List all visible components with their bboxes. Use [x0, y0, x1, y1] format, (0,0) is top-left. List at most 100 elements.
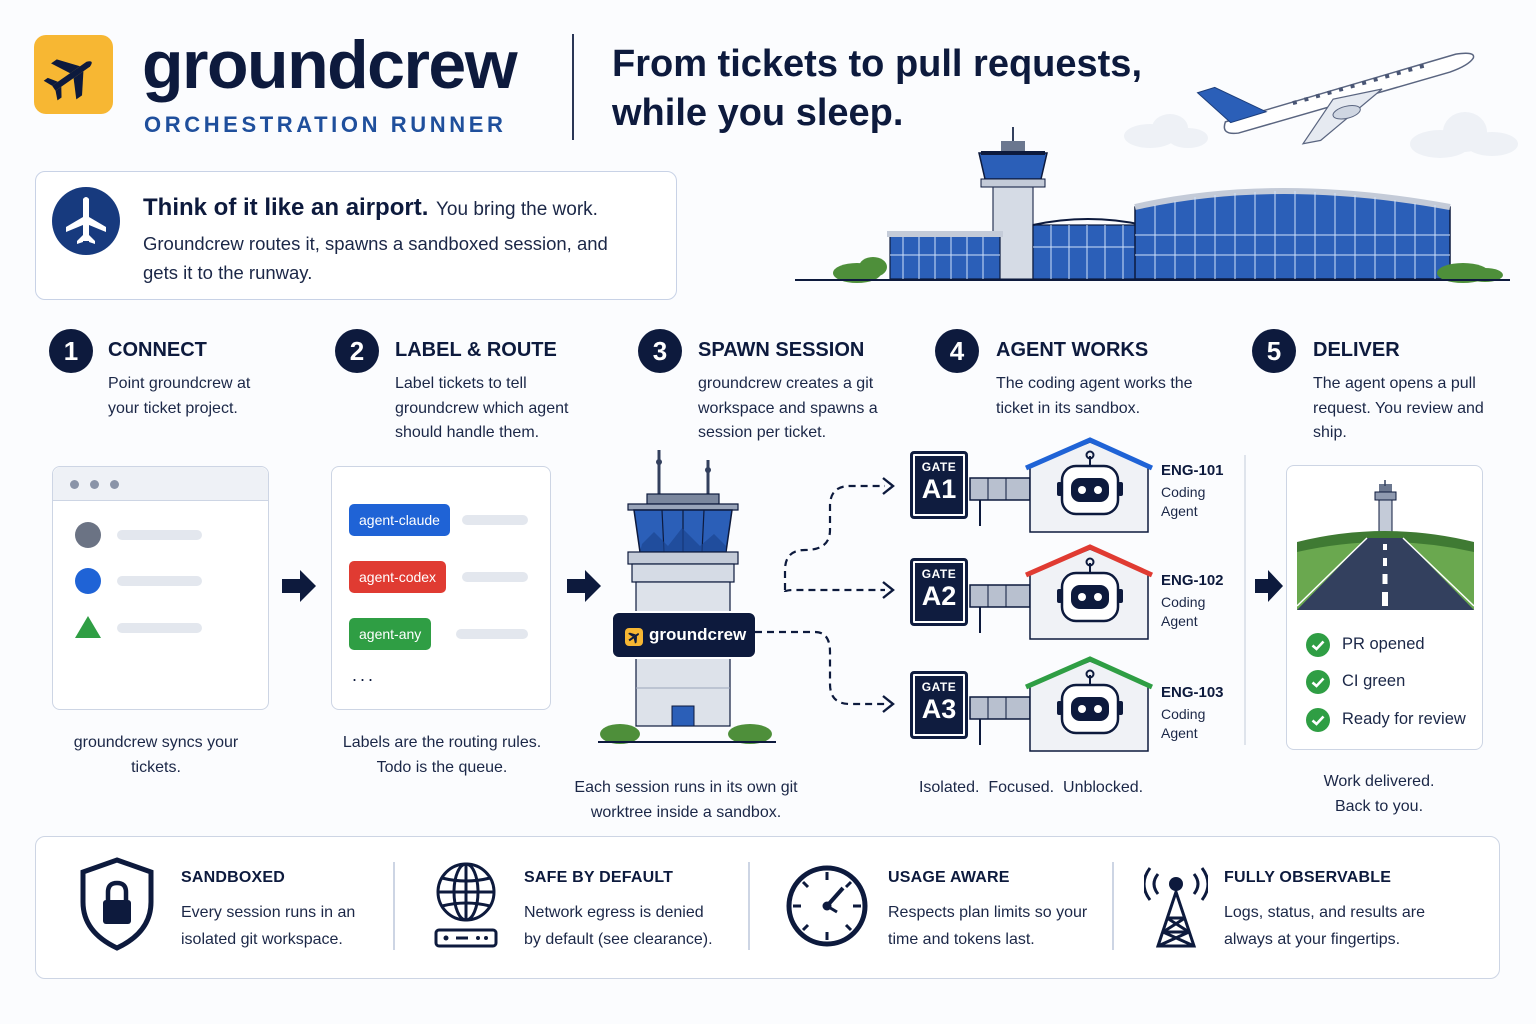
tagline: From tickets to pull requests, while you… — [612, 40, 1142, 138]
tagline-line-2: while you sleep. — [612, 92, 904, 134]
check-pr-opened: PR opened — [1342, 635, 1425, 653]
robot-icon — [1057, 669, 1123, 735]
ticket-row-placeholder — [117, 576, 202, 586]
circle-status-icon — [75, 568, 101, 594]
check-circle-icon — [1306, 670, 1330, 694]
airplane-badge-icon — [52, 187, 120, 255]
gate-a3-label: GATE — [921, 680, 957, 694]
feature-observable-line-1: Logs, status, and results are — [1224, 904, 1425, 921]
feature-observable-title: FULLY OBSERVABLE — [1224, 869, 1392, 886]
step-1-title: CONNECT — [108, 339, 207, 361]
feature-safe-title: SAFE BY DEFAULT — [524, 869, 674, 886]
feature-usage-desc: Respects plan limits so your time and to… — [888, 899, 1087, 953]
gate-a1-agent: Coding Agent — [1161, 483, 1205, 521]
feature-sandboxed-desc: Every session runs in an isolated git wo… — [181, 899, 355, 953]
features-bar — [35, 836, 1500, 979]
feature-safe-line-2: by default (see clearance). — [524, 931, 713, 948]
globe-icon — [434, 862, 498, 948]
control-tower-icon — [978, 127, 1048, 280]
label-row-placeholder — [456, 629, 528, 639]
gate-a2-agent-line-1: Coding — [1161, 594, 1206, 610]
labels-card: agent-claude agent-codex agent-any ... — [331, 466, 551, 710]
terminal-building-illustration — [795, 127, 1510, 283]
step-1-number: 1 — [49, 329, 93, 373]
feature-usage-title: USAGE AWARE — [888, 869, 1010, 886]
arrow-right-icon — [567, 570, 601, 602]
step-3-number: 3 — [638, 329, 682, 373]
intro-body: Groundcrew routes it, spawns a sandboxed… — [143, 233, 608, 283]
check-ready-for-review: Ready for review — [1342, 710, 1466, 728]
intro-title: Think of it like an airport. — [143, 194, 429, 221]
step-5-title: DELIVER — [1313, 339, 1400, 361]
routing-lines — [755, 477, 895, 713]
step-separator — [1244, 455, 1246, 745]
step-2-number: 2 — [335, 329, 379, 373]
ticket-window — [52, 466, 269, 710]
intro-lead: You bring the work. — [436, 199, 598, 220]
robot-icon — [1057, 450, 1123, 516]
feature-sandboxed-line-1: Every session runs in an — [181, 904, 356, 921]
gate-a3-ticket: ENG-103 — [1161, 684, 1224, 701]
feature-sandboxed-line-2: isolated git workspace. — [181, 931, 343, 948]
step-5-desc: The agent opens a pull request. You revi… — [1313, 375, 1484, 441]
feature-divider — [748, 862, 750, 950]
jet-plane-icon — [1196, 52, 1475, 145]
brand-subtitle: ORCHESTRATION RUNNER — [144, 112, 507, 137]
check-ci-green: CI green — [1342, 672, 1406, 690]
gate-a3-agent-line-2: Agent — [1161, 725, 1198, 741]
step-4-desc: The coding agent works the ticket in its… — [996, 375, 1193, 417]
brand-name: groundcrew — [142, 27, 518, 103]
step-2-caption-line-1: Labels are the routing rules. — [342, 734, 542, 751]
airplane-mini-icon — [625, 628, 643, 646]
step-2-title: LABEL & ROUTE — [395, 339, 557, 361]
window-dot-icon — [90, 480, 99, 489]
gate-a3-agent-line-1: Coding — [1161, 706, 1206, 722]
runway-icon — [1297, 480, 1474, 610]
gate-a2-hangar — [969, 544, 1153, 640]
step-4-caption: Isolated. Focused. Unblocked. — [918, 779, 1144, 796]
intro-card — [35, 171, 677, 300]
feature-observable-desc: Logs, status, and results are always at … — [1224, 899, 1425, 953]
gate-a1-ticket: ENG-101 — [1161, 462, 1224, 479]
step-5-number: 5 — [1252, 329, 1296, 373]
airport-illustration — [1124, 52, 1518, 158]
feature-usage-line-2: time and tokens last. — [888, 931, 1035, 948]
header-divider — [572, 34, 574, 140]
gate-a2-id: A2 — [921, 581, 957, 611]
ticket-row-placeholder — [117, 623, 202, 633]
tagline-line-1: From tickets to pull requests, — [612, 43, 1142, 85]
label-agent-codex[interactable]: agent-codex — [349, 561, 447, 593]
gate-a3-hangar — [969, 656, 1153, 752]
ticket-row-placeholder — [117, 530, 202, 540]
arrow-right-icon — [282, 570, 316, 602]
feature-observable-line-2: always at your fingertips. — [1224, 931, 1401, 948]
feature-usage-line-1: Respects plan limits so your — [888, 904, 1088, 921]
triangle-status-icon — [75, 616, 101, 638]
airplane-icon — [43, 59, 92, 101]
label-row-placeholder — [462, 572, 528, 582]
gate-a1-label: GATE — [921, 460, 957, 474]
window-dot-icon — [70, 480, 79, 489]
gate-a1-sign: GATE A1 — [910, 451, 968, 519]
gate-a3-agent: Coding Agent — [1161, 705, 1205, 743]
step-5-caption: Work delivered. Back to you. — [1285, 769, 1473, 819]
step-5-caption-line-2: Back to you. — [1334, 798, 1424, 815]
gate-a1-hangar — [969, 437, 1153, 533]
check-circle-icon — [1306, 708, 1330, 732]
step-2-caption: Labels are the routing rules. Todo is th… — [322, 730, 562, 780]
gate-a2-agent-line-2: Agent — [1161, 613, 1198, 629]
gate-a3-id: A3 — [921, 694, 957, 724]
more-labels-ellipsis: ... — [352, 665, 377, 685]
step-2-desc: Label tickets to tell groundcrew which a… — [395, 375, 569, 441]
label-agent-claude[interactable]: agent-claude — [349, 504, 450, 536]
arrow-right-icon — [1255, 570, 1283, 602]
check-circle-icon — [1306, 633, 1330, 657]
cloud-icon — [1124, 112, 1518, 158]
gauge-icon — [786, 865, 868, 947]
step-4-title: AGENT WORKS — [996, 339, 1149, 361]
groundcrew-logo — [34, 35, 113, 114]
step-3-desc: groundcrew creates a git workspace and s… — [698, 375, 878, 441]
label-agent-any[interactable]: agent-any — [349, 618, 432, 650]
gate-a2-sign: GATE A2 — [910, 558, 968, 626]
gate-a2-agent: Coding Agent — [1161, 593, 1205, 631]
